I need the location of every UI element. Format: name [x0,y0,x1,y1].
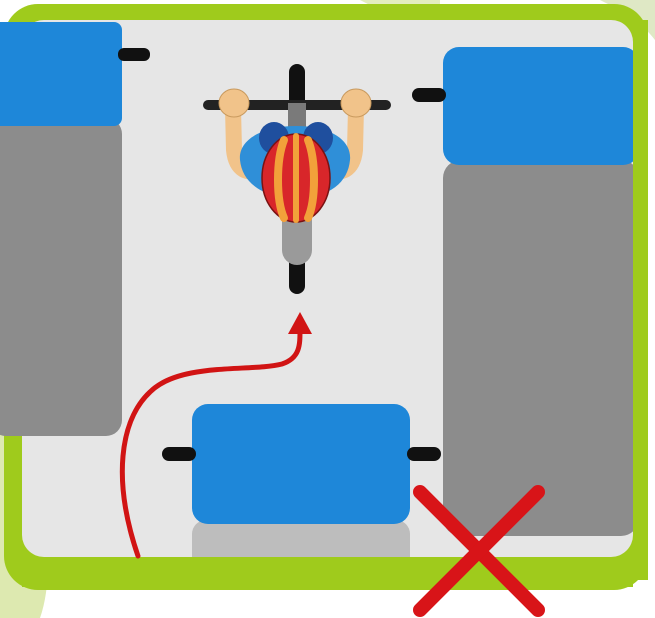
truck-left-body [0,118,122,436]
rider-hand-left [219,89,249,117]
van-cab [192,404,410,524]
truck-left-mirror [118,48,150,61]
rider-hand-right [341,89,371,117]
frame-bottom-strip [22,557,633,587]
truck-right-cab [443,47,639,165]
van-mirror-right [407,447,441,461]
helmet-icon [262,134,330,222]
van-top-view-icon [162,404,441,580]
truck-left-cab [0,22,122,126]
frame-right-strip [633,20,648,580]
truck-top-view-icon [412,47,639,536]
van-mirror-left [162,447,196,461]
truck-right-mirror [412,88,446,102]
truck-right-body [443,160,639,536]
